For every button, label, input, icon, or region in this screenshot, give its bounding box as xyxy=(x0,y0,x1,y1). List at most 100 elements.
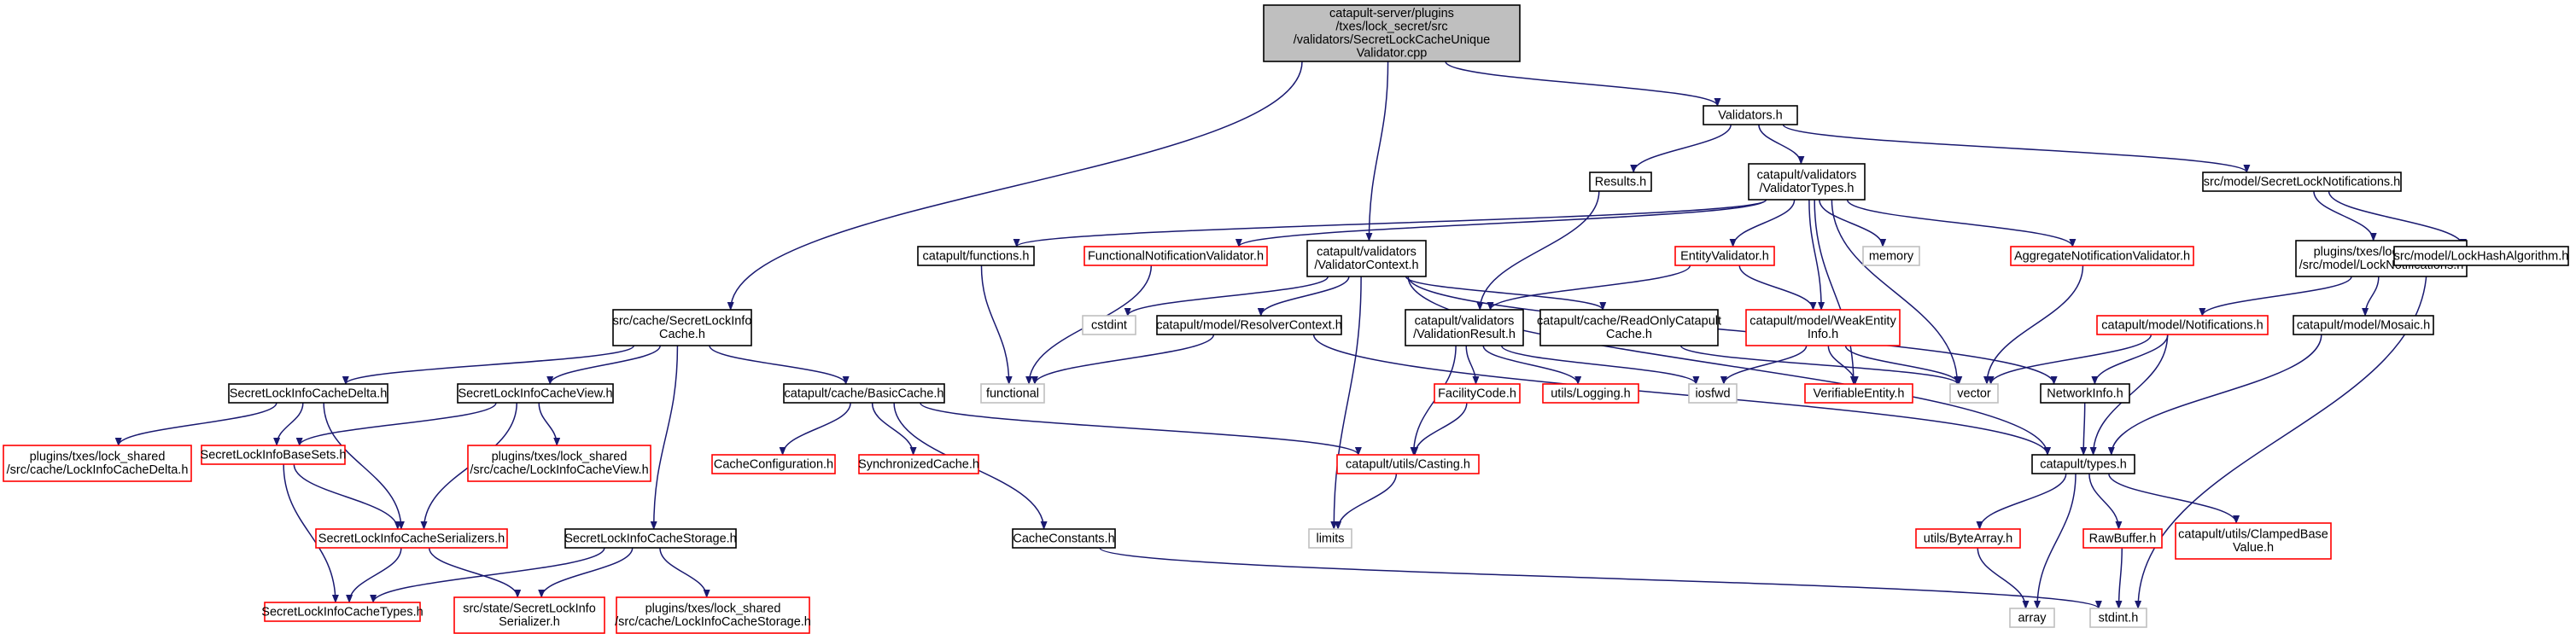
node-label: cstdint xyxy=(1091,318,1127,332)
node-label: catapult/model/Mosaic.h xyxy=(2297,318,2430,332)
edge-line xyxy=(1411,402,1468,456)
node-raw-buffer[interactable]: RawBuffer.h xyxy=(2082,528,2163,549)
node-validator-types[interactable]: catapult/validators/ValidatorTypes.h xyxy=(1748,163,1866,201)
node-label: /src/cache/LockInfoCacheDelta.h xyxy=(7,463,189,477)
edge-line xyxy=(342,345,635,385)
node-facility-code[interactable]: FacilityCode.h xyxy=(1434,383,1521,404)
node-box xyxy=(616,596,810,634)
node-iosfwd[interactable]: iosfwd xyxy=(1688,383,1738,404)
node-box xyxy=(1084,246,1268,266)
node-label: src/state/SecretLockInfo xyxy=(463,602,596,616)
node-model-notifications[interactable]: catapult/model/Notifications.h xyxy=(2096,315,2269,335)
node-label: EntityValidator.h xyxy=(1680,249,1769,263)
node-lock-shared-view[interactable]: plugins/txes/lock_shared/src/cache/LockI… xyxy=(467,445,651,482)
node-results-h[interactable]: Results.h xyxy=(1589,172,1652,192)
edge-delta-h-to-lock-shared-delta xyxy=(114,402,277,446)
node-casting-h[interactable]: catapult/utils/Casting.h xyxy=(1336,454,1480,474)
node-label: /validators/SecretLockCacheUnique xyxy=(1294,33,1491,47)
node-entity-validator[interactable]: EntityValidator.h xyxy=(1674,246,1775,266)
edge-line xyxy=(1987,334,2153,385)
edge-line xyxy=(1099,547,2102,609)
node-label: catapult/types.h xyxy=(2040,457,2127,471)
node-types-h[interactable]: catapult/types.h xyxy=(2031,454,2135,474)
edge-line xyxy=(538,402,561,446)
node-box xyxy=(2202,172,2402,192)
node-box xyxy=(1949,383,1999,404)
node-box xyxy=(2040,383,2130,404)
edge-line xyxy=(1630,124,1732,173)
edge-delta-h-to-serializers-h xyxy=(323,402,405,530)
edge-weak-entity-info-to-vector xyxy=(1844,345,1963,385)
node-mosaic-h[interactable]: catapult/model/Mosaic.h xyxy=(2293,315,2434,335)
edge-secret-lock-notif-to-lock-notifications xyxy=(2313,190,2377,241)
node-cache-constants[interactable]: CacheConstants.h xyxy=(1012,528,1116,549)
node-cstdint[interactable]: cstdint xyxy=(1082,315,1136,335)
node-label: Cache.h xyxy=(659,328,705,341)
node-cache-configuration[interactable]: CacheConfiguration.h xyxy=(711,454,836,474)
node-lock-shared-delta[interactable]: plugins/txes/lock_shared/src/cache/LockI… xyxy=(3,445,192,482)
node-serializers-h[interactable]: SecretLockInfoCacheSerializers.h xyxy=(315,528,508,549)
node-label: AggregateNotificationValidator.h xyxy=(2014,249,2190,263)
edge-line xyxy=(1312,334,2051,456)
edge-line xyxy=(273,402,304,446)
node-network-info[interactable]: NetworkInfo.h xyxy=(2040,383,2130,404)
node-functional[interactable]: functional xyxy=(980,383,1045,404)
node-functional-notif-validator[interactable]: FunctionalNotificationValidator.h xyxy=(1084,246,1268,266)
node-root[interactable]: catapult-server/plugins/txes/lock_secret… xyxy=(1263,4,1521,62)
node-aggregate-notif-validator[interactable]: AggregateNotificationValidator.h xyxy=(2010,246,2194,266)
node-logging-h[interactable]: utils/Logging.h xyxy=(1542,383,1639,404)
edge-base-sets-to-cache-types xyxy=(283,463,339,603)
edge-model-notifications-to-vector xyxy=(1987,334,2153,385)
node-functions-h[interactable]: catapult/functions.h xyxy=(917,246,1035,266)
node-synchronized-cache[interactable]: SynchronizedCache.h xyxy=(858,454,979,474)
node-basic-cache[interactable]: catapult/cache/BasicCache.h xyxy=(783,383,945,404)
edge-aggregate-notif-validator-to-vector xyxy=(1983,265,2084,385)
node-vector[interactable]: vector xyxy=(1949,383,1999,404)
node-verifiable-entity[interactable]: VerifiableEntity.h xyxy=(1804,383,1913,404)
node-box xyxy=(457,383,614,404)
node-label: SecretLockInfoCacheDelta.h xyxy=(230,387,388,400)
node-stdint-h[interactable]: stdint.h xyxy=(2089,608,2147,628)
node-base-sets[interactable]: SecretLockInfoBaseSets.h xyxy=(201,445,347,465)
edge-line xyxy=(1720,345,1808,385)
node-limits[interactable]: limits xyxy=(1308,528,1352,549)
edge-line xyxy=(1983,265,2084,385)
edge-line xyxy=(346,547,402,603)
node-array[interactable]: array xyxy=(2009,608,2055,628)
node-cache-types[interactable]: SecretLockInfoCacheTypes.h xyxy=(261,602,423,622)
node-box xyxy=(1542,383,1639,404)
edge-types-h-to-array xyxy=(2034,473,2077,609)
node-box xyxy=(1308,528,1352,549)
node-lock-hash-algorithm[interactable]: src/model/LockHashAlgorithm.h xyxy=(2393,246,2569,266)
node-validation-result[interactable]: catapult/validators/ValidationResult.h xyxy=(1405,309,1524,346)
node-secret-lock-info-cache[interactable]: src/cache/SecretLockInfoCache.h xyxy=(612,309,752,346)
node-lock-shared-storage[interactable]: plugins/txes/lock_shared/src/cache/LockI… xyxy=(615,596,811,634)
node-label: functional xyxy=(986,387,1039,400)
node-label: memory xyxy=(1869,249,1914,263)
edge-line xyxy=(1124,276,1329,317)
node-validators-h[interactable]: Validators.h xyxy=(1703,105,1798,125)
node-byte-array[interactable]: utils/ByteArray.h xyxy=(1915,528,2021,549)
node-label: iosfwd xyxy=(1695,387,1730,400)
edge-line xyxy=(323,402,405,530)
node-box xyxy=(783,383,945,404)
node-view-h[interactable]: SecretLockInfoCacheView.h xyxy=(457,383,614,404)
edge-line xyxy=(2088,473,2123,530)
edge-root-to-secret-lock-info-cache xyxy=(727,61,1303,311)
edge-validators-h-to-results-h xyxy=(1630,124,1732,173)
edge-line xyxy=(1500,345,1700,385)
edge-line xyxy=(538,547,634,598)
node-secret-lock-notif[interactable]: src/model/SecretLockNotifications.h xyxy=(2202,172,2402,192)
node-label: catapult/validators xyxy=(1415,315,1515,329)
node-resolver-context[interactable]: catapult/model/ResolverContext.h xyxy=(1156,315,1342,335)
node-delta-h[interactable]: SecretLockInfoCacheDelta.h xyxy=(228,383,388,404)
edge-line xyxy=(428,547,522,598)
node-memory[interactable]: memory xyxy=(1862,246,1920,266)
node-storage-h[interactable]: SecretLockInfoCacheStorage.h xyxy=(564,528,737,549)
node-validator-context[interactable]: catapult/validators/ValidatorContext.h xyxy=(1306,240,1427,277)
